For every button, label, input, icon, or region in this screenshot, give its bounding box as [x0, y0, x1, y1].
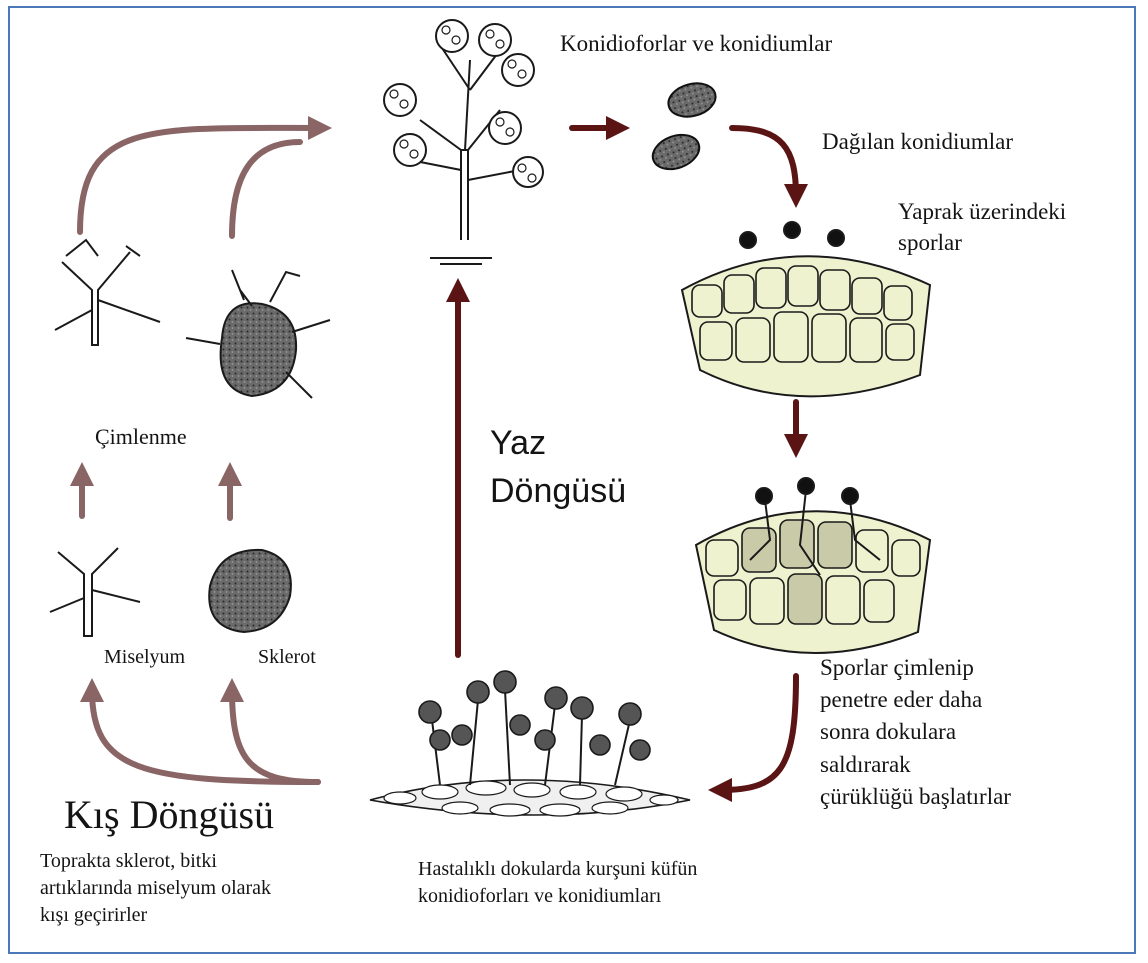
label-winter-cycle: Kış Döngüsü	[64, 790, 274, 840]
diseased-tissue-icon	[370, 671, 690, 816]
germinating-sclerotium-icon	[186, 270, 330, 398]
label-mycelium: Miselyum	[104, 645, 185, 670]
label-diseased-tissue: Hastalıklı dokularda kurşuni küfün konid…	[418, 856, 697, 910]
sclerotium-icon	[209, 550, 291, 632]
label-winter-description: Toprakta sklerot, bitki artıklarında mis…	[40, 848, 271, 929]
leaf-tissue-icon	[682, 222, 930, 396]
conidia-icon	[648, 78, 719, 175]
label-sclerotium: Sklerot	[258, 645, 316, 670]
label-conidiophores: Konidioforlar ve konidiumlar	[560, 30, 832, 59]
label-summer-cycle: Yaz Döngüsü	[490, 420, 626, 515]
label-spores-on-leaf: Yaprak üzerindeki sporlar	[898, 196, 1066, 258]
label-dispersed-conidia: Dağılan konidiumlar	[822, 128, 1013, 157]
germinating-mycelium-icon	[55, 240, 160, 345]
label-spores-germinate: Sporlar çimlenip penetre eder daha sonra…	[820, 652, 1011, 813]
conidiophore-icon	[384, 20, 543, 264]
winter-arrows	[80, 128, 320, 782]
infected-tissue-icon	[696, 478, 930, 653]
label-germination: Çimlenme	[95, 423, 187, 451]
mycelium-icon	[50, 548, 140, 636]
